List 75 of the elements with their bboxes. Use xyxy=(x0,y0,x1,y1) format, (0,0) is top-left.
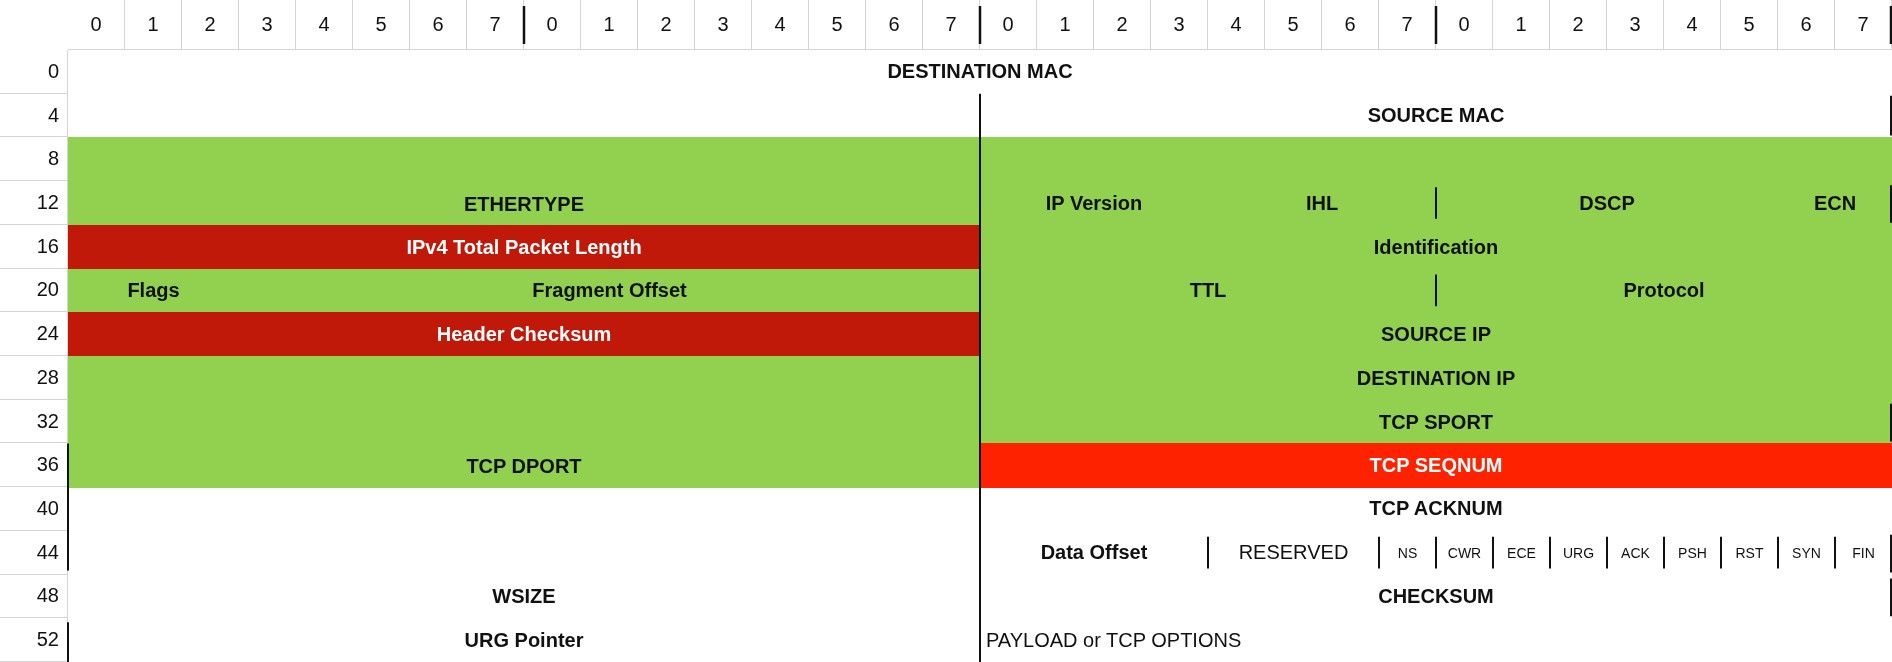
field-label: URG xyxy=(1550,530,1607,575)
bit-number: 6 xyxy=(410,0,467,50)
byte-offset: 48 xyxy=(0,574,68,619)
packet-field: Protocol xyxy=(1436,268,1892,314)
bit-number: 3 xyxy=(695,0,752,50)
field-label: DESTINATION MAC xyxy=(68,50,1892,94)
bit-number: 3 xyxy=(1151,0,1208,50)
bit-number: 5 xyxy=(353,0,410,50)
field-label: SYN xyxy=(1778,530,1835,575)
byte-offset: 4 xyxy=(0,93,68,138)
bit-number: 2 xyxy=(1094,0,1151,50)
field-label: Data Offset xyxy=(980,530,1208,575)
packet-field: TCP SEQNUM xyxy=(980,443,1892,489)
field-label: WSIZE xyxy=(68,487,980,619)
bit-number: 4 xyxy=(1208,0,1265,50)
bit-number: 4 xyxy=(296,0,353,50)
bit-number: 1 xyxy=(1037,0,1094,50)
bit-number: 2 xyxy=(1550,0,1607,50)
bit-number: 7 xyxy=(1835,0,1892,50)
packet-field: ECN xyxy=(1778,181,1892,226)
bit-number: 5 xyxy=(809,0,866,50)
packet-field: DSCP xyxy=(1436,181,1778,226)
bit-number: 7 xyxy=(1379,0,1436,50)
packet-field: IHL xyxy=(1208,181,1436,226)
byte-offset: 52 xyxy=(0,618,68,662)
byte-offset: 44 xyxy=(0,530,68,575)
packet-field: TCP DPORT xyxy=(68,356,980,489)
field-label: PSH xyxy=(1664,530,1721,575)
field-label: URG Pointer xyxy=(68,618,980,662)
bit-number: 1 xyxy=(1493,0,1550,50)
packet-field: Flags xyxy=(68,268,239,314)
packet-field: SOURCE IP xyxy=(980,312,1892,357)
bit-number: 6 xyxy=(1322,0,1379,50)
bit-number: 6 xyxy=(1778,0,1835,50)
packet-field: IP Version xyxy=(980,181,1208,226)
bit-number: 0 xyxy=(524,0,581,50)
field-label: ACK xyxy=(1607,530,1664,575)
byte-offset: 40 xyxy=(0,487,68,531)
bit-number: 7 xyxy=(923,0,980,50)
bit-number: 0 xyxy=(1436,0,1493,50)
field-label: FIN xyxy=(1835,530,1892,575)
bit-number: 3 xyxy=(1607,0,1664,50)
bit-number: 4 xyxy=(752,0,809,50)
field-label: CWR xyxy=(1436,530,1493,575)
bit-number: 7 xyxy=(467,0,524,50)
field-label: TCP ACKNUM xyxy=(980,487,1892,531)
packet-field: TCP SPORT xyxy=(980,399,1892,445)
bit-number: 5 xyxy=(1721,0,1778,50)
bit-number: 0 xyxy=(68,0,125,50)
bit-number: 2 xyxy=(638,0,695,50)
packet-field: Identification xyxy=(980,224,1892,270)
field-label: NS xyxy=(1379,530,1436,575)
field-label: RST xyxy=(1721,530,1778,575)
bit-number: 6 xyxy=(866,0,923,50)
packet-field xyxy=(980,137,1892,183)
packet-field: Header Checksum xyxy=(68,312,980,357)
packet-field: ETHERTYPE xyxy=(68,137,980,226)
field-label: CHECKSUM xyxy=(980,574,1892,619)
packet-field: Fragment Offset xyxy=(239,268,980,314)
bit-number: 0 xyxy=(980,0,1037,50)
field-label: PAYLOAD or TCP OPTIONS xyxy=(980,618,1892,662)
byte-offset: 0 xyxy=(0,50,68,94)
packet-field: DESTINATION IP xyxy=(980,356,1892,401)
byte-offset: 36 xyxy=(0,443,68,488)
field-label: RESERVED xyxy=(1208,530,1379,575)
bit-number: 1 xyxy=(581,0,638,50)
bit-number: 2 xyxy=(182,0,239,50)
field-label: SOURCE MAC xyxy=(980,93,1892,138)
packet-field: IPv4 Total Packet Length xyxy=(68,224,980,270)
bit-number: 1 xyxy=(125,0,182,50)
bit-number: 5 xyxy=(1265,0,1322,50)
bit-number: 4 xyxy=(1664,0,1721,50)
bit-number: 3 xyxy=(239,0,296,50)
packet-field: TTL xyxy=(980,268,1436,314)
field-label: ECE xyxy=(1493,530,1550,575)
